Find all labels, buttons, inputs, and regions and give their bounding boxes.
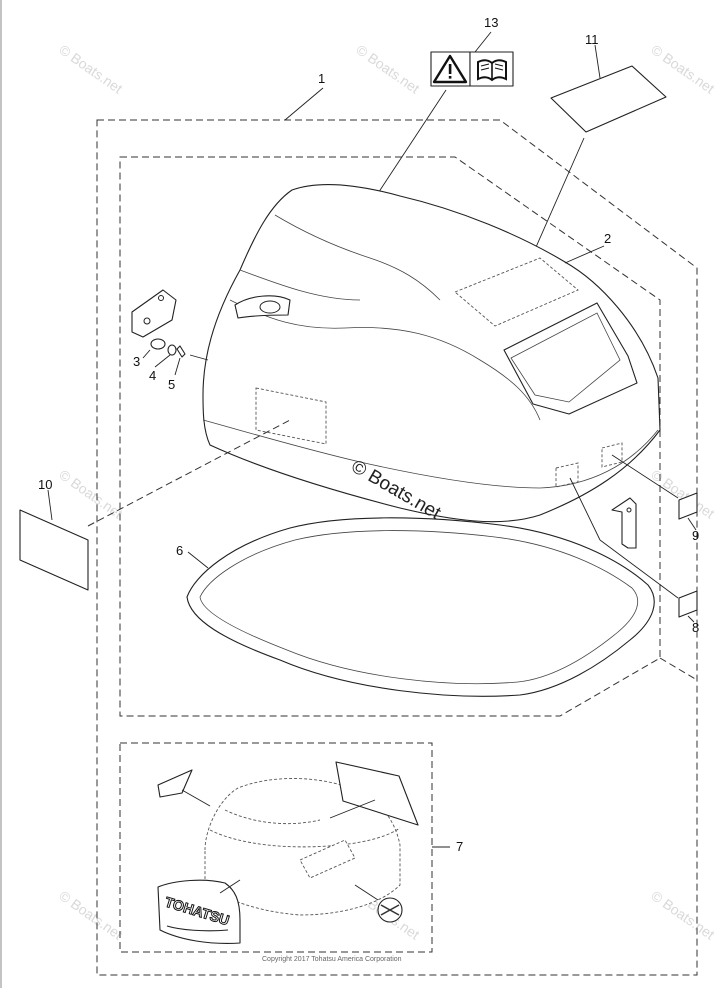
warning-triangle-icon — [432, 54, 468, 84]
callout-5: 5 — [168, 377, 175, 392]
leader-8-a — [569, 477, 601, 541]
leader-11 — [594, 44, 601, 79]
leader-6 — [187, 551, 209, 569]
callout-6: 6 — [176, 543, 183, 558]
decal-kit-outline — [119, 742, 433, 953]
leader-10-dashed — [87, 419, 291, 527]
leader-4 — [154, 354, 171, 368]
leader-9 — [687, 517, 697, 531]
leader-9-a — [611, 454, 679, 499]
label-11 — [550, 65, 667, 133]
callout-13: 13 — [484, 15, 498, 30]
leader-10 — [47, 489, 53, 521]
watermark-text: © Boats.net — [648, 887, 717, 942]
leader-5 — [174, 357, 181, 376]
label-10 — [19, 509, 89, 591]
watermark-text: © Boats.net — [353, 41, 422, 96]
warning-label-13 — [430, 51, 514, 87]
callout-10: 10 — [38, 477, 52, 492]
clip-5 — [176, 345, 186, 358]
decal-kit-7: TOHATSU — [157, 761, 419, 944]
mount-bracket — [611, 497, 637, 549]
leader-8 — [687, 615, 695, 623]
watermark-text: © Boats.net — [56, 887, 125, 942]
engine-cover-2 — [202, 184, 661, 523]
manual-book-icon — [477, 59, 507, 82]
right-dashed-leader — [659, 657, 698, 681]
assembly-2-outline — [119, 156, 661, 717]
callout-7: 7 — [456, 839, 463, 854]
callout-3: 3 — [133, 354, 140, 369]
callout-2: 2 — [604, 231, 611, 246]
callout-1: 1 — [318, 71, 325, 86]
leader-13 — [474, 31, 492, 53]
leader-5-b — [189, 354, 209, 361]
watermark-text: © Boats.net — [56, 41, 125, 96]
pad-8 — [678, 590, 698, 618]
decal-panel — [335, 761, 419, 826]
decal-small — [157, 769, 193, 798]
leader-3 — [142, 349, 151, 359]
leader-8-b — [599, 539, 679, 599]
pad-9 — [678, 492, 698, 520]
copyright-text: Copyright 2017 Tohatsu America Corporati… — [262, 956, 402, 963]
callout-4: 4 — [149, 368, 156, 383]
callout-9: 9 — [692, 528, 699, 543]
seal-6 — [186, 517, 655, 697]
leader-1 — [284, 87, 324, 121]
watermark-text: © Boats.net — [56, 466, 125, 521]
callout-8: 8 — [692, 620, 699, 635]
watermark-text: © Boats.net — [648, 41, 717, 96]
callout-numbers: 1 2 3 4 5 6 7 8 9 10 11 13 — [38, 15, 699, 854]
grommet-3 — [150, 338, 166, 350]
bracket-plate — [131, 289, 177, 338]
assembly-1-outline — [96, 119, 698, 976]
leader-2 — [564, 245, 605, 264]
washer-4 — [167, 344, 177, 356]
callout-11: 11 — [585, 32, 599, 47]
